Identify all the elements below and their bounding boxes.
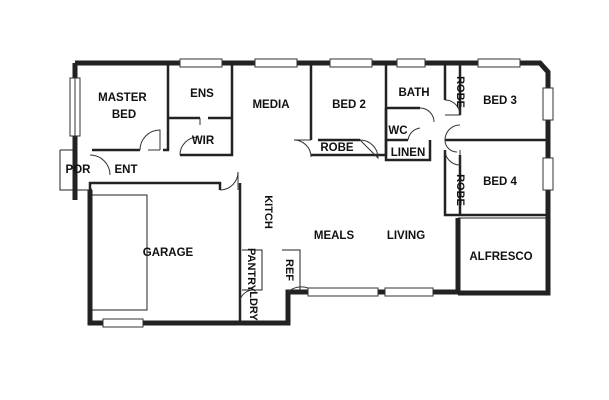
label-bed3: BED 3	[483, 95, 517, 107]
label-wc: WC	[388, 125, 407, 137]
label-bed2: BED 2	[332, 99, 366, 111]
label-master-bed: MASTER BED	[98, 92, 150, 121]
label-ent: ENT	[115, 164, 138, 176]
label-wir: WIR	[192, 135, 215, 147]
windows	[69, 58, 554, 328]
label-ref: REF	[283, 259, 295, 281]
label-por: POR	[66, 164, 92, 176]
label-linen: LINEN	[391, 147, 426, 159]
internal-walls	[59, 63, 548, 323]
label-bath: BATH	[398, 87, 429, 99]
label-living: LIVING	[387, 230, 425, 242]
label-pantry: PANTRY	[245, 248, 257, 293]
label-kitch: KITCH	[262, 195, 274, 229]
label-alfresco: ALFRESCO	[469, 251, 532, 263]
door-swings	[89, 99, 461, 301]
room-labels: MASTER BED ENS WIR MEDIA BED 2 ROBE BATH…	[66, 76, 533, 321]
label-robe-bed2: ROBE	[320, 142, 354, 154]
label-garage: GARAGE	[143, 247, 194, 259]
label-meals: MEALS	[314, 230, 355, 242]
label-ens: ENS	[190, 88, 214, 100]
label-bed4: BED 4	[483, 176, 517, 188]
label-robe-bed4: ROBE	[454, 174, 466, 206]
label-lory: LDRY	[247, 291, 259, 321]
label-media: MEDIA	[252, 99, 289, 111]
label-robe-bed3: ROBE	[454, 76, 466, 108]
